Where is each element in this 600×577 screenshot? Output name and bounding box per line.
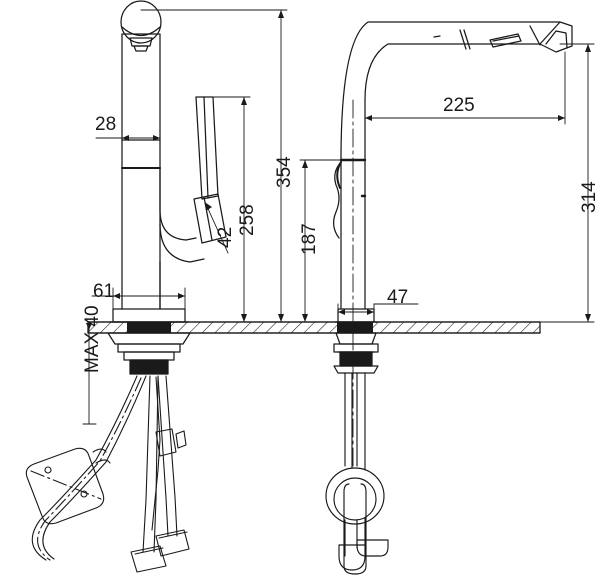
gasket-right — [337, 322, 373, 333]
dimension-label-28: 28 — [95, 114, 117, 135]
side-view-faucet — [325, 21, 573, 575]
dimension-label-max-40: MAX 40 — [82, 305, 103, 373]
dimension-label-187: 187 — [299, 223, 320, 255]
front-view-faucet — [25, 0, 227, 573]
gasket-left — [127, 322, 171, 333]
dimension-label-225: 225 — [443, 95, 475, 116]
dimension-label-258: 258 — [237, 204, 258, 236]
dimension-label-42: 42 — [215, 226, 236, 248]
dimension-label-47: 47 — [387, 287, 409, 308]
dimension-label-354: 354 — [274, 156, 295, 188]
dimension-label-61: 61 — [93, 281, 115, 302]
dimension-label-314: 314 — [579, 181, 600, 213]
dimension-lines — [82, 9, 595, 425]
